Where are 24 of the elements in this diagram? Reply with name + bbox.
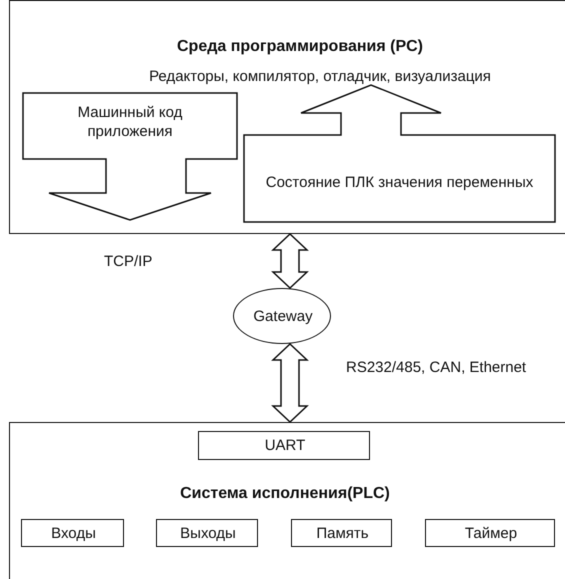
gateway-label: Gateway	[252, 307, 314, 326]
module-label: Выходы	[179, 524, 237, 543]
heading: Среда программирования (PC)	[176, 37, 424, 56]
module-label: Память	[315, 524, 370, 543]
description: Редакторы, компилятор, отладчик, визуализация	[148, 67, 492, 86]
arrow-label: Машинный код приложения	[76, 103, 184, 141]
block-arrow	[23, 93, 237, 220]
panel	[9, 422, 565, 579]
panel	[9, 0, 565, 234]
module-box	[156, 519, 258, 547]
block-arrow	[244, 85, 555, 222]
protocol-label: RS232/485, CAN, Ethernet	[346, 358, 528, 377]
double-arrow	[271, 232, 309, 290]
double-arrow	[271, 342, 309, 424]
module-box	[198, 431, 370, 460]
heading: Система исполнения(PLC)	[179, 484, 391, 503]
module-box	[21, 519, 124, 547]
module-label: Входы	[50, 524, 97, 543]
module-box	[425, 519, 555, 547]
protocol-label: TCP/IP	[104, 252, 154, 271]
module-box	[291, 519, 392, 547]
module-label: Таймер	[464, 524, 518, 543]
uart-label: UART	[264, 436, 306, 455]
arrow-label: Состояние ПЛК значения переменных	[264, 173, 534, 192]
